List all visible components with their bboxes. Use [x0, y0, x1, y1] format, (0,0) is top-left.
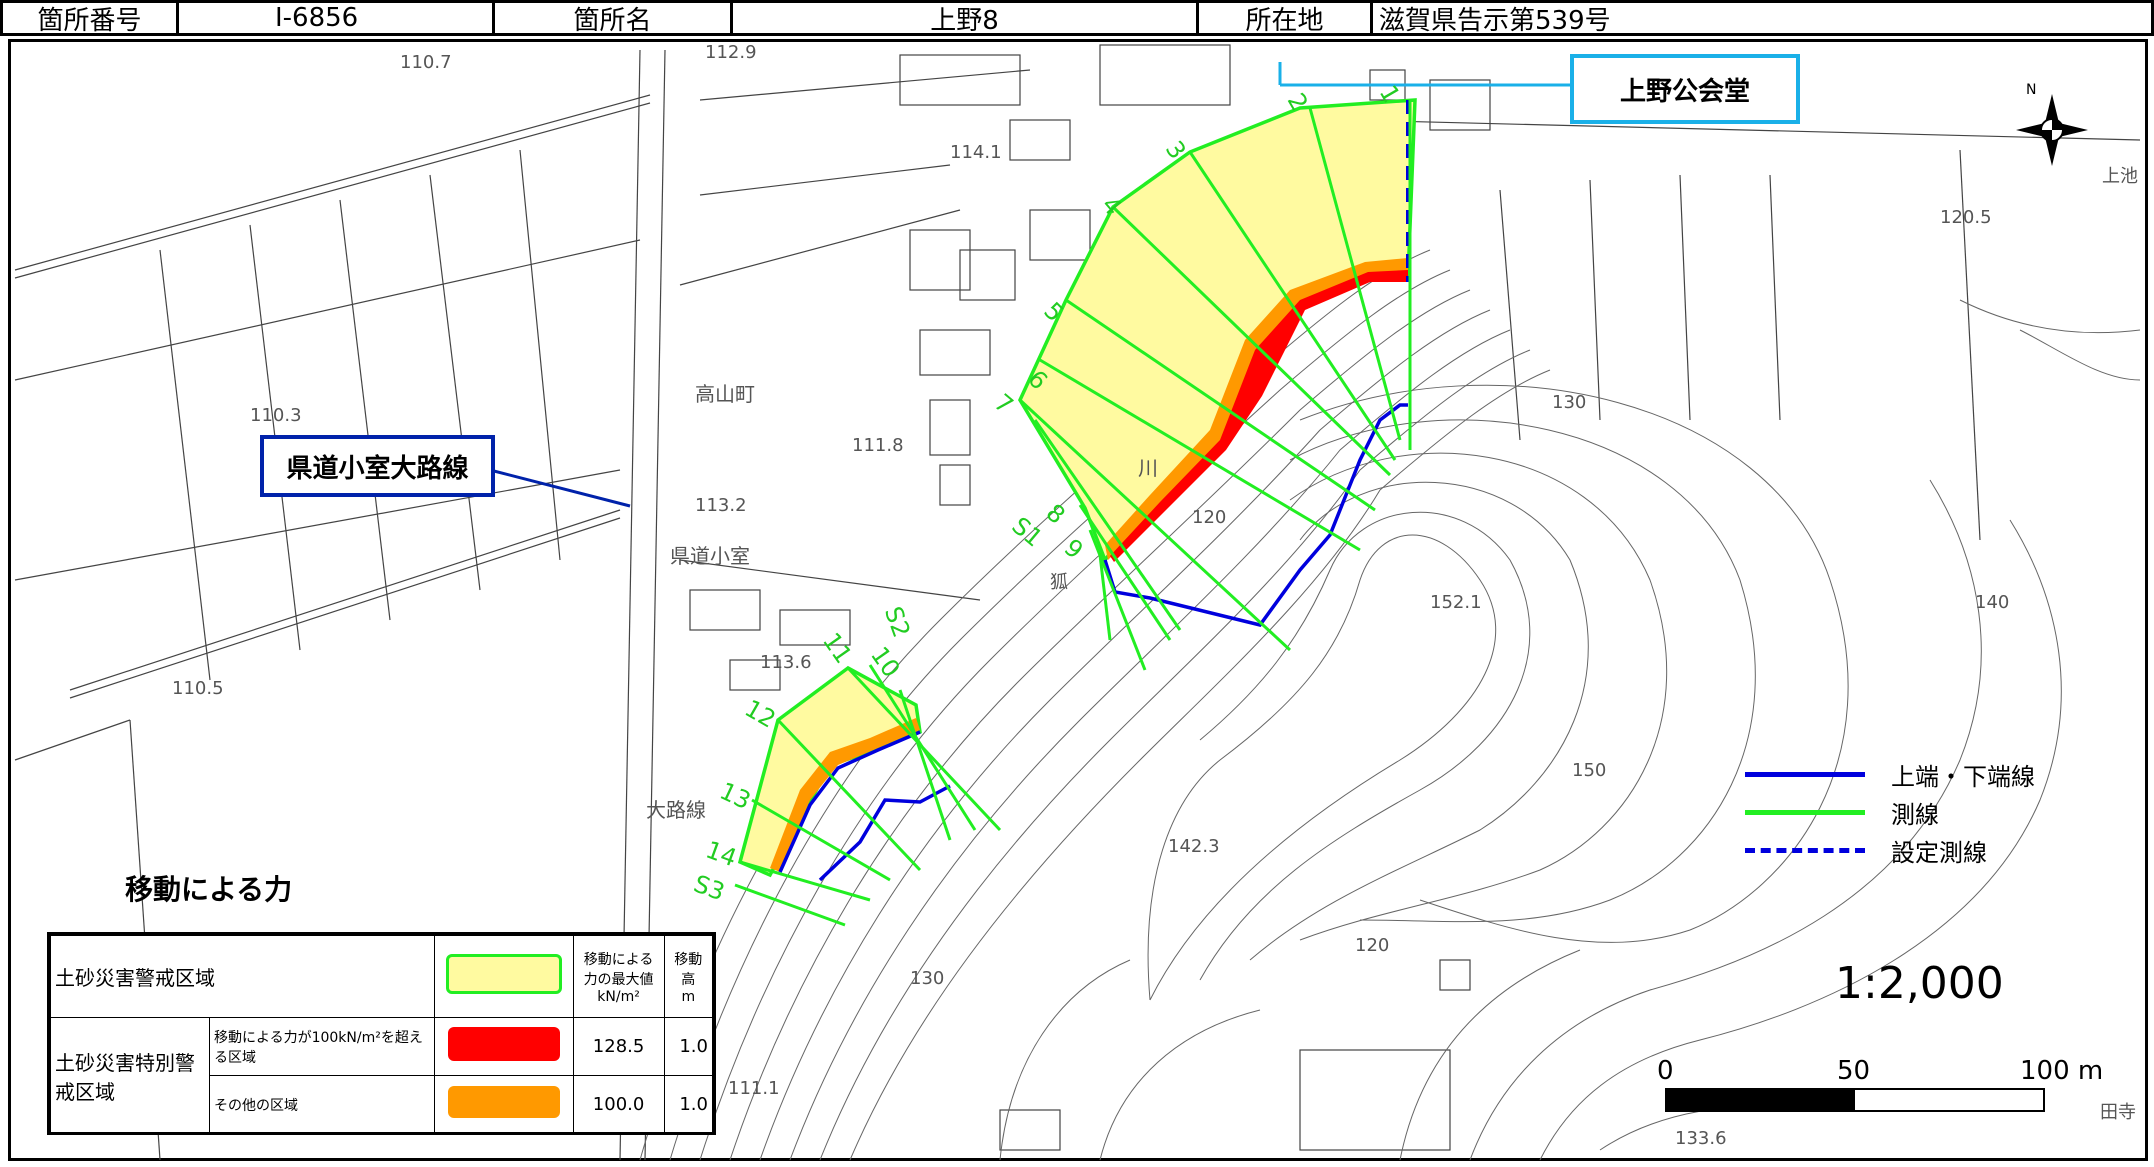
header-cell-location-label: 所在地	[1196, 0, 1370, 36]
header-cell-name-value: 上野8	[730, 0, 1196, 36]
scale-bar	[1665, 1088, 2045, 1112]
legend-exceed-swatch	[447, 1027, 560, 1061]
elevation-label: 110.3	[250, 405, 302, 426]
legend-other-swatch-cell	[433, 1075, 574, 1134]
legend-table: 土砂災害警戒区域 移動による力の最大値 kN/m² 移動高 m 土砂災害特別警戒…	[47, 932, 716, 1135]
legend-exceed-force: 128.5	[572, 1017, 665, 1076]
elevation-label: 110.5	[172, 678, 224, 699]
legend-force-header: 移動による力の最大値 kN/m²	[572, 935, 665, 1018]
elevation-label: 150	[1572, 760, 1607, 781]
header-cell-name-label: 箇所名	[492, 0, 730, 36]
elevation-label: 133.6	[1675, 1128, 1727, 1149]
line-legend-blue-swatch	[1745, 771, 1865, 777]
place-label-kendo-komuro: 県道小室	[670, 544, 750, 568]
elevation-label: 114.1	[950, 142, 1002, 163]
line-legend-survey-label: 測線	[1891, 800, 1939, 829]
legend-exceed-label: 移動による力が100kN/m²を超える区域	[209, 1017, 435, 1076]
elevation-label: 112.9	[705, 42, 757, 63]
elevation-label: 130	[910, 968, 945, 989]
line-legend-set-survey-label: 設定測線	[1891, 838, 1987, 867]
scale-bar-white	[1855, 1090, 2043, 1110]
legend-exceed-swatch-cell	[433, 1017, 574, 1076]
elevation-label: 120.5	[1940, 207, 1992, 228]
elevation-label: 140	[1975, 592, 2010, 613]
place-label-takayama: 高山町	[695, 382, 755, 406]
callout-leader-road	[489, 468, 631, 508]
line-legend-dashed-swatch	[1745, 847, 1865, 853]
legend-warning-swatch-cell	[433, 935, 574, 1018]
line-legend-set-survey: 設定測線	[1745, 831, 2035, 869]
callout-prefectural-road: 県道小室大路線	[260, 435, 495, 497]
line-legend-survey: 測線	[1745, 793, 2035, 831]
legend-height-header: 移動高 m	[663, 935, 714, 1018]
elevation-label: 113.2	[695, 495, 747, 516]
header-cell-location-value: 滋賀県告示第539号	[1370, 0, 2154, 36]
north-arrow-icon	[2016, 94, 2088, 166]
line-legend: 上端・下端線 測線 設定測線	[1745, 755, 2035, 869]
place-label-oji-sen: 大路線	[646, 798, 706, 822]
header-bar: 箇所番号 Ⅰ-6856 箇所名 上野8 所在地 滋賀県告示第539号	[0, 0, 2154, 36]
elevation-label: 111.1	[728, 1078, 780, 1099]
elevation-label: 152.1	[1430, 592, 1482, 613]
legend-force-header-text: 移動による力の最大値	[583, 951, 654, 988]
elevation-label: 120	[1192, 507, 1227, 528]
line-legend-boundary: 上端・下端線	[1745, 755, 2035, 793]
scale-tick-100: 100 m	[2020, 1056, 2104, 1086]
place-label-kitsune: 狐	[1050, 572, 1068, 593]
line-legend-green-swatch	[1745, 809, 1865, 815]
legend-special-area-label: 土砂災害特別警戒区域	[50, 1017, 210, 1134]
legend-other-force: 100.0	[572, 1075, 665, 1134]
legend-height-header-unit: m	[681, 988, 696, 1005]
elevation-label: 142.3	[1168, 836, 1220, 857]
legend-warning-area-label: 土砂災害警戒区域	[50, 935, 435, 1018]
north-label: N	[2026, 82, 2037, 98]
place-label-kawa: 川	[1138, 456, 1158, 480]
callout-community-hall: 上野公会堂	[1570, 54, 1800, 124]
map-frame	[8, 39, 2148, 1161]
header-cell-id-label: 箇所番号	[0, 0, 176, 36]
lower-boundary-upper	[1103, 403, 1408, 627]
elevation-label: 110.7	[400, 52, 452, 73]
scale-tick-50: 50	[1837, 1056, 1871, 1086]
elevation-label: 120	[1355, 935, 1390, 956]
legend-other-height: 1.0	[663, 1075, 714, 1134]
scale-bar-black	[1667, 1090, 1855, 1110]
elevation-label: 113.6	[760, 652, 812, 673]
elevation-label: 130	[1552, 392, 1587, 413]
legend-other-label: その他の区域	[209, 1075, 435, 1134]
legend-exceed-height: 1.0	[663, 1017, 714, 1076]
place-label-ue-ike: 上池	[2102, 166, 2138, 187]
scale-tick-0: 0	[1657, 1056, 1674, 1086]
elevation-label: 111.8	[852, 435, 904, 456]
force-title: 移動による力	[125, 873, 293, 906]
header-cell-id-value: Ⅰ-6856	[176, 0, 492, 36]
survey-lines-lower	[734, 664, 1002, 927]
legend-warning-swatch	[445, 954, 562, 994]
legend-height-header-text: 移動高	[674, 951, 703, 988]
special-area-exceed-upper	[1110, 270, 1408, 562]
survey-lines-upper	[1018, 100, 1412, 671]
legend-force-header-unit: kN/m²	[597, 988, 640, 1005]
legend-other-swatch	[447, 1086, 560, 1118]
scale-ratio: 1:2,000	[1835, 958, 2004, 1009]
line-legend-boundary-label: 上端・下端線	[1891, 762, 2035, 791]
place-label-ta: 田寺	[2100, 1102, 2136, 1123]
